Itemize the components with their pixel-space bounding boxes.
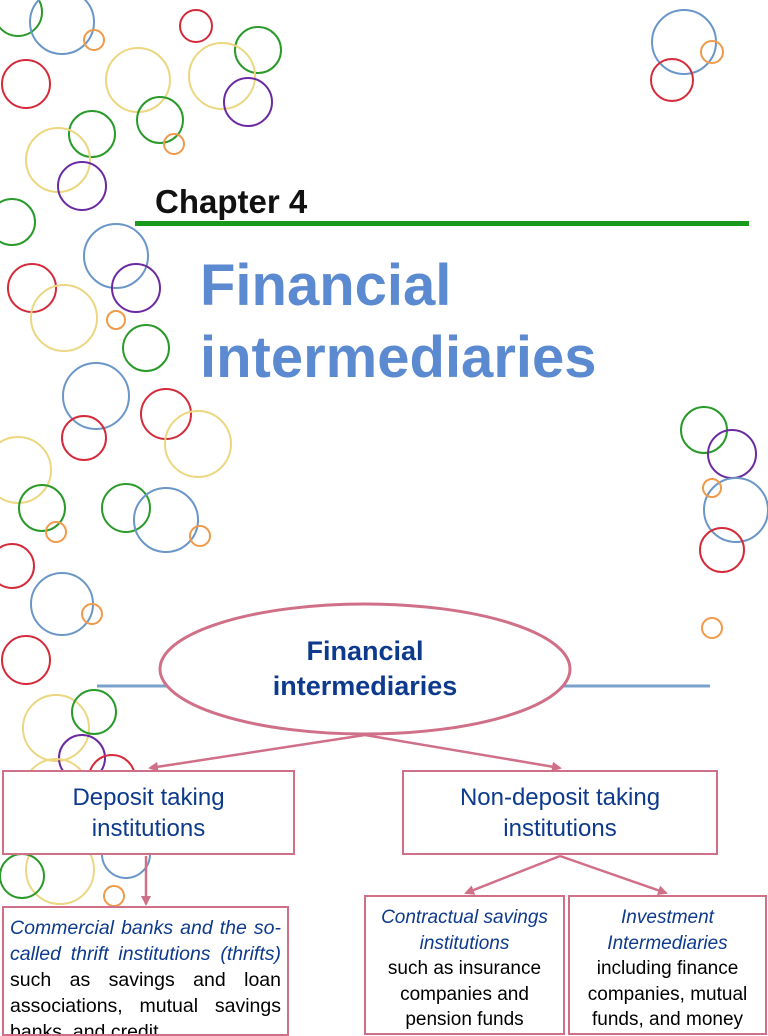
commercial-banks-italic-text: Commercial banks and the so-called thrif…: [10, 917, 281, 965]
root-node-ellipse: [158, 602, 572, 736]
decorative-circle: [111, 263, 161, 313]
decorative-circle: [101, 483, 151, 533]
decorative-circle: [136, 96, 184, 144]
decorative-circle: [45, 521, 67, 543]
decorative-circle: [188, 42, 256, 110]
arrow-nondeposit-to-contractual: [464, 854, 561, 895]
decorative-circle: [1, 59, 51, 109]
decorative-circle: [702, 478, 722, 498]
chapter-divider: [135, 221, 749, 226]
non-deposit-taking-node: Non-deposit taking institutions: [402, 770, 718, 855]
decorative-circle: [83, 223, 149, 289]
decorative-circle: [179, 9, 213, 43]
investment-text: including finance companies, mutual fund…: [587, 958, 748, 1030]
nondeposit-node-line2: institutions: [503, 814, 617, 842]
decorative-circle: [234, 26, 282, 74]
decorative-circle: [703, 477, 768, 543]
decorative-circle: [22, 694, 90, 762]
decorative-circle: [18, 484, 66, 532]
root-node-line1: Financial: [306, 636, 424, 666]
decorative-circle: [30, 284, 98, 352]
decorative-circle: [0, 436, 52, 504]
nondeposit-node-line1: Non-deposit taking: [459, 783, 661, 811]
decorative-circle: [163, 133, 185, 155]
chapter-label: Chapter 4: [155, 183, 308, 220]
decorative-circle: [164, 410, 232, 478]
decorative-circle: [0, 543, 35, 589]
decorative-circle: [701, 617, 723, 639]
decorative-circle: [0, 198, 36, 246]
decorative-circle: [81, 603, 103, 625]
decorative-circle: [1, 635, 51, 685]
decorative-circle: [650, 58, 694, 102]
decorative-circle: [189, 525, 211, 547]
slide-title-line1: Financial: [200, 253, 452, 318]
root-node-line2: intermediaries: [272, 671, 458, 701]
contractual-savings-text: such as insurance companies and pension …: [387, 958, 542, 1030]
decorative-circle: [62, 362, 130, 430]
investment-intermediaries-node: Investment Intermediaries including fina…: [568, 895, 767, 1035]
decorative-circle: [61, 415, 107, 461]
slide-title-line2: intermediaries: [200, 325, 597, 390]
decorative-circle: [57, 161, 107, 211]
decorative-circle: [223, 77, 273, 127]
decorative-circle: [83, 29, 105, 51]
contractual-savings-italic-text: Contractual savings institutions: [381, 907, 548, 954]
deposit-taking-node: Deposit taking institutions: [2, 770, 295, 855]
arrow-root-to-deposit: [148, 733, 366, 772]
decorative-circle: [106, 310, 126, 330]
decorative-circle: [133, 487, 199, 553]
decorative-circle: [68, 110, 116, 158]
commercial-banks-node: Commercial banks and the so-called thrif…: [2, 906, 289, 1036]
root-node-label: Financial intermediaries: [200, 634, 530, 704]
decorative-circle: [699, 527, 745, 573]
deposit-node-line1: Deposit taking: [72, 783, 225, 811]
decorative-circle: [71, 689, 117, 735]
decorative-circle: [700, 40, 724, 64]
investment-italic-text: Investment Intermediaries: [607, 907, 728, 954]
arrow-nondeposit-to-investment: [559, 854, 668, 896]
decorative-circle: [122, 324, 170, 372]
decorative-circle: [29, 0, 95, 55]
arrow-root-to-nondeposit: [364, 733, 562, 772]
slide-title: Financial intermediaries: [200, 250, 597, 394]
commercial-banks-text: such as savings and loan associations, m…: [10, 969, 281, 1036]
decorative-circle: [0, 0, 43, 37]
contractual-savings-node: Contractual savings institutions such as…: [364, 895, 565, 1035]
deposit-node-line2: institutions: [91, 814, 206, 842]
